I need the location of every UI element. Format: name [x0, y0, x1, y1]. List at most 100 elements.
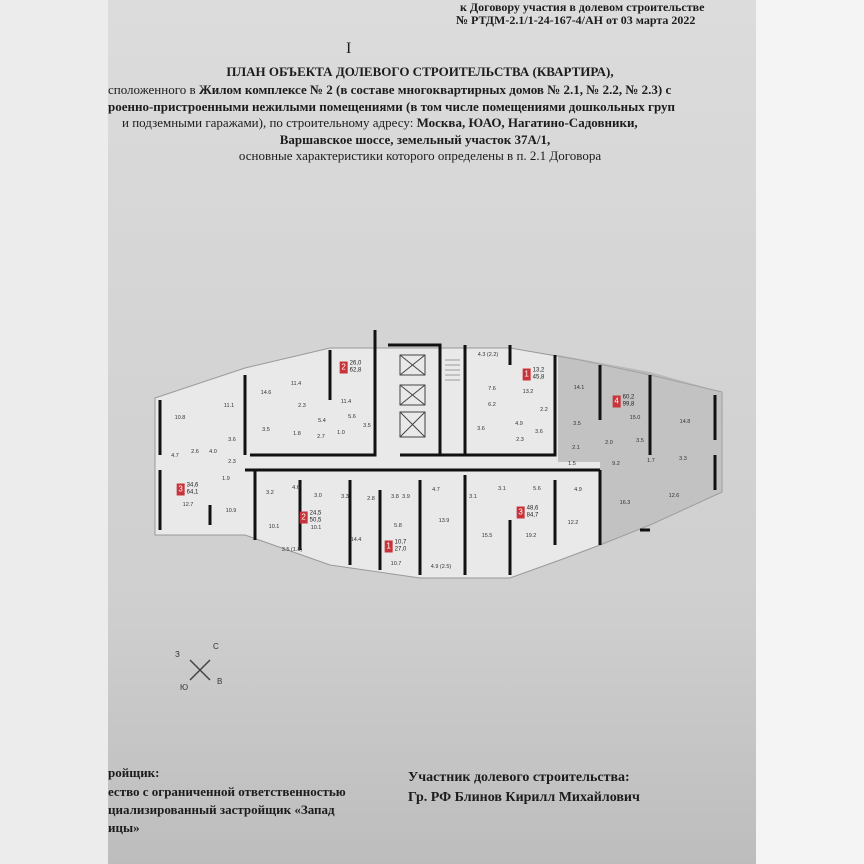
room-area-label: 2.0 — [605, 440, 613, 446]
room-area-label: 4.9 (2.5) — [430, 564, 452, 570]
address-line-6: основные характеристики которого определ… — [238, 148, 602, 163]
room-area-label: 11.4 — [340, 399, 352, 405]
room-area-label: 4.7 — [432, 487, 440, 493]
room-area-label: 15.5 — [481, 533, 493, 539]
document-page: к Договору участия в долевом строительст… — [108, 0, 756, 864]
room-area-label: 10.1 — [268, 524, 280, 530]
room-area-label: 10.1 — [310, 525, 322, 531]
room-count: 2 — [299, 511, 308, 523]
room-area-label: 3.3 — [341, 494, 349, 500]
room-count: 1 — [384, 540, 393, 552]
room-area-label: 4.0 — [209, 449, 217, 455]
room-area-label: 2.3 — [516, 437, 524, 443]
room-count: 3 — [176, 483, 185, 495]
developer-line-1: ество с ограниченной ответственностью — [108, 784, 346, 799]
compass-east: В — [217, 677, 223, 686]
total-area: 50,5 — [309, 517, 322, 523]
room-area-label: 4.7 — [171, 453, 179, 459]
room-area-label: 19.2 — [525, 533, 537, 539]
developer-line-2: циализированный застройщик «Запад — [108, 802, 335, 817]
room-area-label: 5.4 — [318, 418, 326, 424]
room-area-label: 11.1 — [223, 403, 235, 409]
room-area-label: 3.1 — [469, 494, 477, 500]
room-area-label: 5.6 — [348, 414, 356, 420]
living-area: 48,6 — [526, 505, 539, 512]
room-area-label: 13.2 — [522, 389, 534, 395]
room-area-label: 16.3 — [619, 500, 631, 506]
room-area-label: 3.5 — [636, 438, 644, 444]
total-area: 99,8 — [622, 401, 635, 407]
text-cursor-icon: I — [346, 40, 352, 57]
room-area-label: 2.7 — [317, 434, 325, 440]
line2-bold: Жилом комплексе № 2 (в составе многоквар… — [198, 82, 672, 97]
room-count: 4 — [612, 395, 621, 407]
address-line-2: сположенного в Жилом комплексе № 2 (в со… — [108, 82, 671, 98]
room-area-label: 3.3 — [679, 456, 687, 462]
room-area-label: 10.8 — [174, 415, 186, 421]
room-area-label: 4.6 — [292, 485, 300, 491]
room-area-label: 4.3 (2.2) — [477, 352, 499, 358]
address-line-5: Варшавское шоссе, земельный участок 37А/… — [279, 132, 551, 147]
room-area-label: 3.2 — [266, 490, 274, 496]
room-area-label: 7.6 — [488, 386, 496, 392]
room-count: 2 — [339, 361, 348, 373]
address-line-4: и подземными гаражами), по строительному… — [122, 115, 638, 131]
room-area-label: 3.5 (1.8) — [281, 547, 303, 553]
room-count: 1 — [522, 368, 531, 380]
room-area-label: 1.8 — [293, 431, 301, 437]
line4-bold: Москва, ЮАО, Нагатино-Садовники, — [416, 115, 638, 130]
room-area-label: 14.8 — [679, 419, 691, 425]
participant-name: Гр. РФ Блинов Кирилл Михайлович — [408, 790, 640, 805]
room-area-label: 13.9 — [438, 518, 450, 524]
line2-normal: сположенного в — [108, 82, 199, 97]
living-area: 24,5 — [309, 510, 322, 517]
developer-line-3: ицы» — [108, 820, 140, 835]
room-area-label: 3.5 — [363, 423, 371, 429]
living-area: 60,2 — [622, 394, 635, 401]
room-area-label: 3.1 — [498, 486, 506, 492]
room-area-label: 14.1 — [573, 385, 585, 391]
room-area-label: 2.6 — [191, 449, 199, 455]
room-area-label: 3.6 — [477, 426, 485, 432]
room-area-label: 3.0 — [314, 493, 322, 499]
room-area-label: 1.5 — [568, 461, 576, 467]
background-right — [756, 0, 864, 864]
total-area: 84,7 — [526, 512, 539, 518]
room-area-label: 15.0 — [629, 415, 641, 421]
room-area-label: 2.8 — [367, 496, 375, 502]
living-area: 34,6 — [186, 482, 199, 489]
room-area-label: 1.7 — [647, 458, 655, 464]
line4-normal: и подземными гаражами), по строительному… — [122, 115, 417, 130]
room-area-label: 5.8 — [394, 523, 402, 529]
room-area-label: 4.9 — [515, 421, 523, 427]
room-area-label: 3.6 — [228, 437, 236, 443]
developer-label: ройщик: — [108, 765, 160, 780]
room-area-label: 12.6 — [668, 493, 680, 499]
room-area-label: 5.6 — [533, 486, 541, 492]
room-area-label: 4.9 — [574, 487, 582, 493]
address-line-3: роенно-пристроенными нежилыми помещениям… — [108, 99, 676, 114]
living-area: 26,0 — [349, 360, 362, 367]
total-area: 62,8 — [349, 367, 362, 373]
room-area-label: 2.3 — [228, 459, 236, 465]
total-area: 45,8 — [532, 374, 545, 380]
room-area-label: 3.6 — [535, 429, 543, 435]
room-area-label: 10.9 — [225, 508, 237, 514]
room-area-label: 1.9 — [222, 476, 230, 482]
room-area-label: 12.2 — [567, 520, 579, 526]
appendix-line-2: № РТДМ-2.1/1-24-167-4/АН от 03 марта 202… — [456, 13, 696, 27]
room-area-label: 3.5 — [262, 427, 270, 433]
